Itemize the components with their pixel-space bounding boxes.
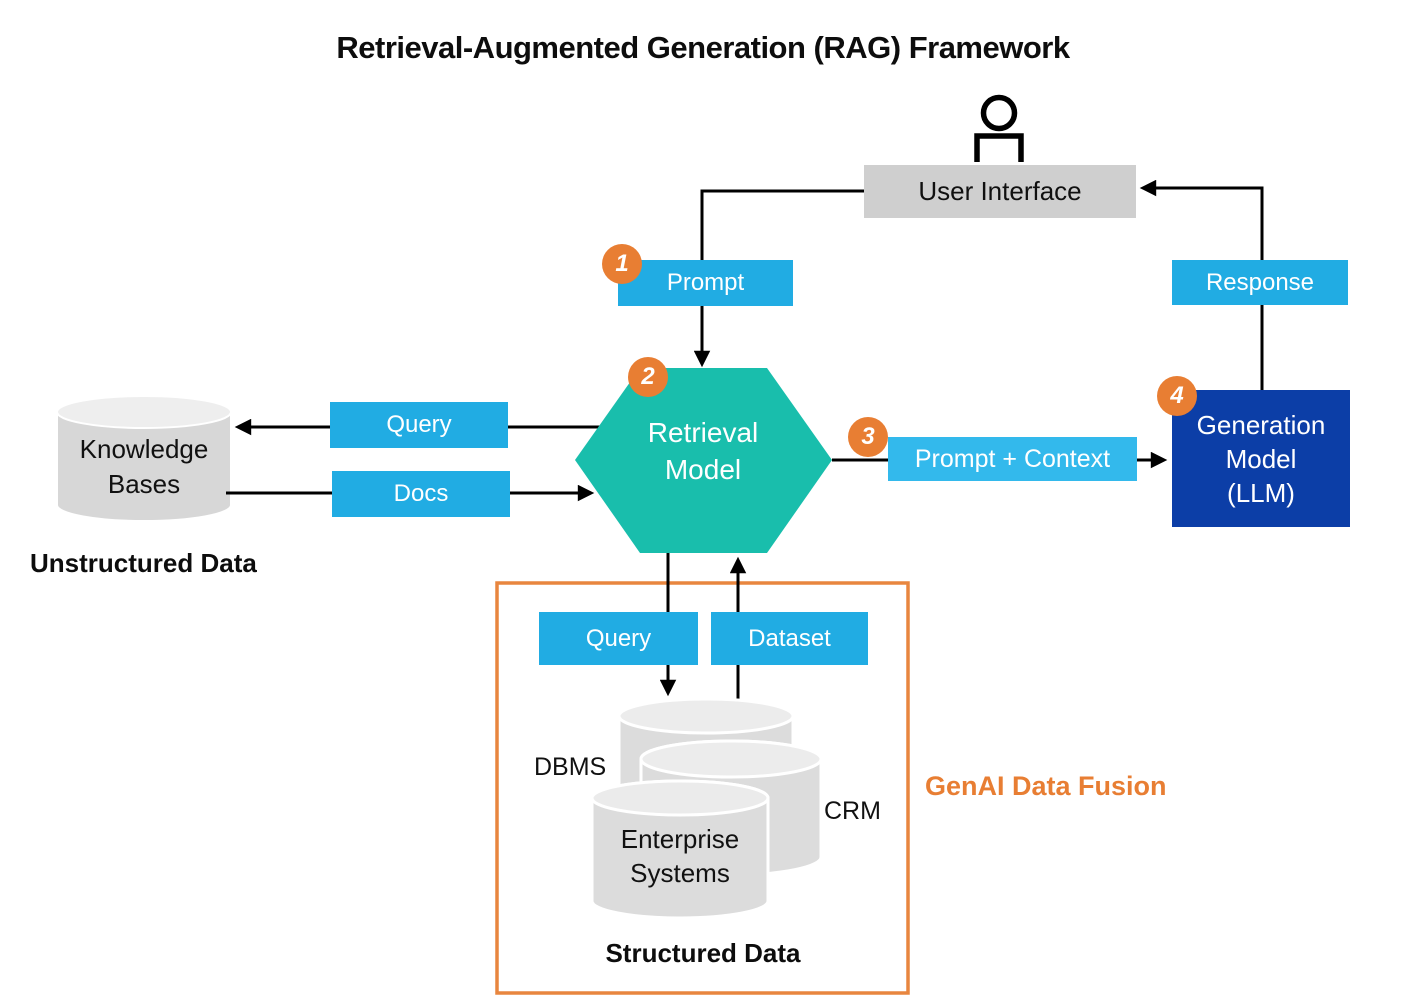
- dbms-label: DBMS: [534, 753, 607, 781]
- genai-data-fusion-caption: GenAI Data Fusion: [925, 771, 1167, 801]
- genai-fusion-container: [495, 581, 910, 995]
- enterprise-systems-label: Enterprise Systems: [620, 824, 740, 888]
- response-node: Response: [1172, 260, 1348, 305]
- prompt-context-node: Prompt + Context: [888, 437, 1137, 481]
- step-badge-3: 3: [848, 417, 888, 457]
- arrow-generation-to-ui: [1139, 179, 1264, 390]
- structured-data-caption: Structured Data: [605, 938, 801, 968]
- generation-model-node: Generation Model (LLM): [1172, 390, 1350, 527]
- query-unstructured-node: Query: [330, 402, 508, 448]
- prompt-node: Prompt: [618, 260, 793, 306]
- user-icon: [974, 94, 1024, 162]
- knowledge-bases-label: Knowledge Bases: [79, 434, 209, 499]
- enterprise-systems-cylinder: [590, 779, 770, 920]
- user-interface-node: User Interface: [864, 165, 1136, 218]
- knowledge-bases-cylinder: [56, 395, 232, 522]
- step-badge-1: 1: [602, 244, 642, 284]
- docs-node: Docs: [332, 471, 510, 517]
- dataset-node: Dataset: [711, 612, 868, 665]
- step-badge-2: 2: [628, 357, 668, 397]
- retrieval-model-hexagon: [575, 368, 832, 553]
- arrow-ui-to-retrieval: [693, 189, 864, 368]
- query-structured-node: Query: [539, 612, 698, 665]
- diagram-title: Retrieval-Augmented Generation (RAG) Fra…: [336, 30, 1070, 65]
- retrieval-model-label: Retrieval Model: [647, 417, 759, 485]
- step-badge-4: 4: [1157, 376, 1197, 416]
- crm-label: CRM: [824, 797, 881, 825]
- unstructured-data-caption: Unstructured Data: [30, 548, 257, 578]
